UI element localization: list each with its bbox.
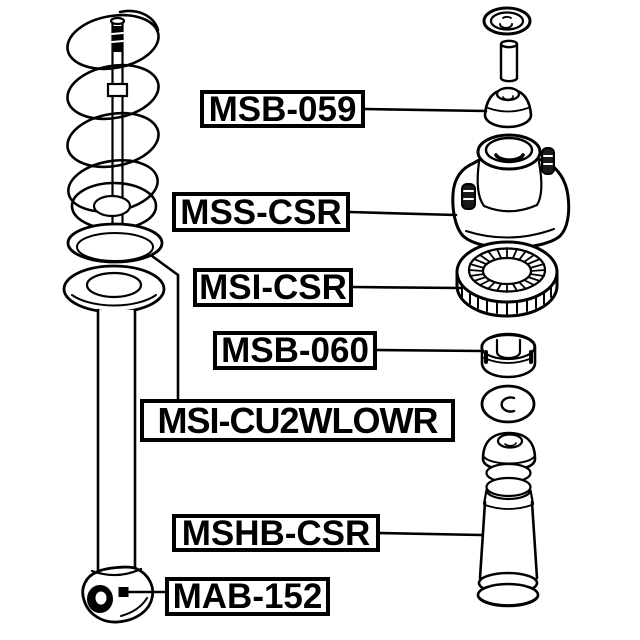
shock-absorber-body-drawing — [81, 308, 155, 624]
coil-spring-drawing — [66, 9, 160, 231]
part-label-msb-060: MSB-060 — [213, 331, 377, 370]
part-label-msi-cu2wlowr: MSI-CU2WLOWR — [140, 399, 455, 442]
shock-bushing-drawing — [480, 332, 537, 379]
leader-msb-059 — [362, 107, 488, 113]
leader-msb-060 — [374, 348, 485, 353]
part-label-msi-csr: MSI-CSR — [193, 268, 353, 307]
top-nut-drawing — [482, 6, 532, 36]
part-label-msb-059: MSB-059 — [200, 90, 365, 128]
washer-drawing — [480, 384, 536, 424]
strut-rod-drawing — [106, 16, 129, 230]
leader-mss-csr — [347, 210, 458, 217]
strut-mount-drawing — [451, 133, 571, 250]
leader-mshb-csr — [377, 531, 483, 537]
bearing-rollers-hatch — [468, 247, 546, 293]
strut-bearing-drawing — [455, 240, 559, 318]
leader-lines — [118, 107, 488, 597]
leader-marker-mab-152 — [118, 587, 129, 597]
part-label-mab-152: MAB-152 — [165, 577, 330, 616]
part-label-mss-csr: MSS-CSR — [172, 192, 350, 232]
leader-msi-csr — [350, 285, 463, 290]
lower-spring-seat-drawing — [62, 222, 166, 314]
spacer-sleeve-drawing — [499, 39, 519, 83]
dust-boot-drawing — [476, 431, 540, 608]
leader-msi-cu2wlowr — [150, 254, 180, 402]
part-label-mshb-csr: MSHB-CSR — [172, 514, 380, 552]
strut-bushing-drawing — [483, 86, 533, 129]
